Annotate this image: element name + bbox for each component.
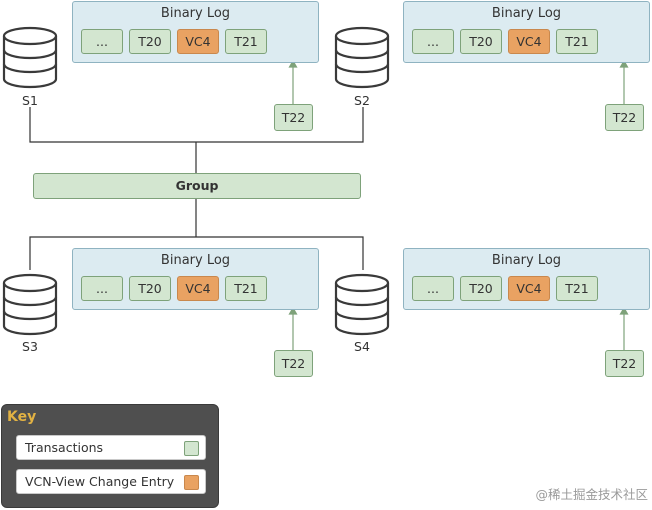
binary-log-title: Binary Log (491, 253, 562, 268)
s1-s2-bus-line (29, 107, 364, 143)
log-entry-t20: T20 (460, 29, 502, 54)
legend-label-view-change: VCN-View Change Entry (25, 474, 175, 489)
incoming-transaction-s4: T22 (605, 350, 644, 377)
watermark-text: @稀土掘金技术社区 (535, 487, 648, 502)
log-entry-ellipsis: ... (81, 276, 123, 301)
legend-item-transactions: Transactions (16, 435, 206, 460)
log-entry-t21: T21 (556, 276, 598, 301)
log-entry-ellipsis: ... (81, 29, 123, 54)
legend-item-view-change: VCN-View Change Entry (16, 469, 206, 494)
database-icon-s4 (334, 273, 390, 336)
binary-log-title: Binary Log (491, 6, 562, 21)
legend-swatch-view-change (184, 475, 199, 490)
log-entry-t21: T21 (225, 276, 267, 301)
incoming-transaction-s3: T22 (274, 350, 313, 377)
log-entry-vc4: VC4 (508, 29, 550, 54)
legend-label-transactions: Transactions (25, 440, 104, 455)
arrowhead-s3 (288, 306, 298, 315)
binary-log-title: Binary Log (160, 253, 231, 268)
log-entry-t20: T20 (129, 29, 171, 54)
log-entry-t21: T21 (225, 29, 267, 54)
legend-key: Key Transactions VCN-View Change Entry (1, 404, 219, 508)
log-entry-ellipsis: ... (412, 276, 454, 301)
server-label-s2: S2 (354, 93, 370, 108)
arrowhead-s1 (288, 59, 298, 68)
s3-s4-bus-line (29, 236, 364, 270)
log-entry-t20: T20 (460, 276, 502, 301)
log-entry-t21: T21 (556, 29, 598, 54)
binary-log-s1: Binary Log ... T20 VC4 T21 (72, 1, 319, 63)
incoming-transaction-s1: T22 (274, 104, 313, 131)
log-entry-vc4: VC4 (177, 276, 219, 301)
database-icon-s1 (2, 26, 58, 89)
server-label-s4: S4 (354, 339, 370, 354)
binary-log-title: Binary Log (160, 6, 231, 21)
log-entry-ellipsis: ... (412, 29, 454, 54)
binary-log-s2: Binary Log ... T20 VC4 T21 (403, 1, 650, 63)
binary-log-s3: Binary Log ... T20 VC4 T21 (72, 248, 319, 310)
group-bar: Group (33, 173, 361, 199)
log-entry-vc4: VC4 (177, 29, 219, 54)
database-icon-s2 (334, 26, 390, 89)
binary-log-s4: Binary Log ... T20 VC4 T21 (403, 248, 650, 310)
arrowhead-s4 (619, 306, 629, 315)
log-entry-vc4: VC4 (508, 276, 550, 301)
arrowhead-s2 (619, 59, 629, 68)
legend-swatch-transactions (184, 441, 199, 456)
server-label-s3: S3 (22, 339, 38, 354)
log-entry-t20: T20 (129, 276, 171, 301)
server-label-s1: S1 (22, 93, 38, 108)
incoming-transaction-s2: T22 (605, 104, 644, 131)
legend-title: Key (7, 409, 37, 425)
database-icon-s3 (2, 273, 58, 336)
